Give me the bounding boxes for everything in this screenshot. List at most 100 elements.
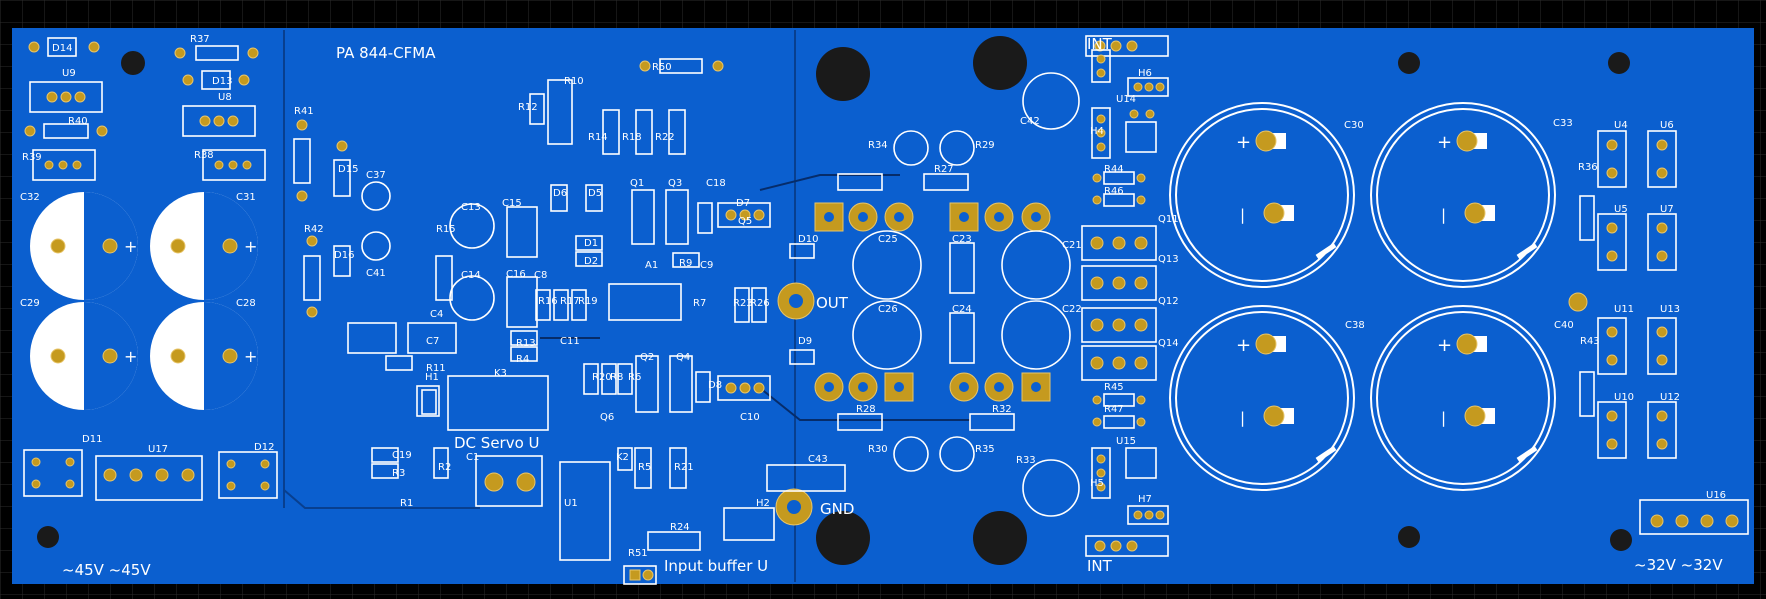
svg-text:+: + xyxy=(244,347,257,366)
designator-r33: R33 xyxy=(1016,455,1036,466)
designator-r26: R26 xyxy=(750,298,770,309)
left-bulk-caps: + + + + xyxy=(30,192,258,410)
label-gnd: GND xyxy=(820,500,854,518)
copper-traces xyxy=(109,174,970,421)
designator-r50: R50 xyxy=(652,62,672,73)
designator-u12: U12 xyxy=(1660,392,1680,403)
designator-r15: R15 xyxy=(436,224,456,235)
designator-u17: U17 xyxy=(148,444,168,455)
designator-r14: R14 xyxy=(588,132,608,143)
label-dc-servo: DC Servo U xyxy=(454,434,540,452)
board-title: PA 844-CFMA xyxy=(336,44,436,62)
designator-c18: C18 xyxy=(706,178,726,189)
svg-text:|: | xyxy=(1441,206,1446,224)
designator-r6: R6 xyxy=(628,372,641,383)
designator-c29: C29 xyxy=(20,298,40,309)
designator-r36: R36 xyxy=(1578,162,1598,173)
designator-r12: R12 xyxy=(518,102,538,113)
label-voltage-left: ~45V ~45V xyxy=(62,561,151,579)
designator-c43: C43 xyxy=(808,454,828,465)
designator-r2: R2 xyxy=(438,462,451,473)
designator-h7: H7 xyxy=(1138,494,1152,505)
svg-text:+: + xyxy=(124,237,137,256)
designator-r21: R21 xyxy=(674,462,694,473)
designator-r39: R39 xyxy=(22,152,42,163)
designator-k3: K3 xyxy=(494,368,507,379)
svg-text:+: + xyxy=(244,237,257,256)
designator-c4: C4 xyxy=(430,309,443,320)
designator-q5: Q5 xyxy=(738,216,752,227)
designator-u16: U16 xyxy=(1706,490,1726,501)
designator-r47: R47 xyxy=(1104,404,1124,415)
designator-r5: R5 xyxy=(638,462,651,473)
designator-c32: C32 xyxy=(20,192,40,203)
designator-c15: C15 xyxy=(502,198,522,209)
designator-r30: R30 xyxy=(868,444,888,455)
designator-d8: D8 xyxy=(708,380,722,391)
designator-q3: Q3 xyxy=(668,178,682,189)
designator-u14: U14 xyxy=(1116,94,1136,105)
designator-r13: R13 xyxy=(516,338,536,349)
label-out: OUT xyxy=(816,294,849,312)
designator-r34: R34 xyxy=(868,140,888,151)
designator-c1: C1 xyxy=(466,452,479,463)
designator-c41: C41 xyxy=(366,268,386,279)
designator-d16: D16 xyxy=(334,250,354,261)
designator-r10: R10 xyxy=(564,76,584,87)
designator-r8: R8 xyxy=(610,372,623,383)
designator-c25: C25 xyxy=(878,234,898,245)
svg-text:+: + xyxy=(1236,335,1251,356)
driver-section xyxy=(23,37,775,585)
designator-c14: C14 xyxy=(461,270,481,281)
label-voltage-right: ~32V ~32V xyxy=(1634,556,1723,574)
designator-q11: Q11 xyxy=(1158,214,1179,225)
designator-r28: R28 xyxy=(856,404,876,415)
designator-r17: R17 xyxy=(560,296,580,307)
designator-q1: Q1 xyxy=(630,178,644,189)
designator-r9: R9 xyxy=(679,258,692,269)
designator-c8: C8 xyxy=(534,270,547,281)
label-input-buffer: Input buffer U xyxy=(664,557,768,575)
svg-text:+: + xyxy=(1236,132,1251,153)
designator-r32: R32 xyxy=(992,404,1012,415)
designator-c31: C31 xyxy=(236,192,256,203)
designator-r43: R43 xyxy=(1580,336,1600,347)
designator-d1: D1 xyxy=(584,238,598,249)
designator-r18: R18 xyxy=(622,132,642,143)
right-regulators xyxy=(1568,130,1749,535)
svg-text:+: + xyxy=(124,347,137,366)
designator-d7: D7 xyxy=(736,198,750,209)
designator-r44: R44 xyxy=(1104,164,1124,175)
designator-c30: C30 xyxy=(1344,120,1364,131)
label-int-top: INT xyxy=(1087,35,1113,53)
designator-c16: C16 xyxy=(506,269,526,280)
designator-u4: U4 xyxy=(1614,120,1628,131)
designator-r3: R3 xyxy=(392,468,405,479)
output-transistors xyxy=(1081,35,1169,557)
designator-u10: U10 xyxy=(1614,392,1634,403)
designator-d13: D13 xyxy=(212,76,232,87)
designator-d12: D12 xyxy=(254,442,274,453)
designator-c13: C13 xyxy=(461,202,481,213)
designator-h2: H2 xyxy=(756,498,770,509)
designator-c11: C11 xyxy=(560,336,580,347)
designator-c28: C28 xyxy=(236,298,256,309)
designator-u7: U7 xyxy=(1660,204,1674,215)
designator-u6: U6 xyxy=(1660,120,1674,131)
designator-k2: K2 xyxy=(616,452,629,463)
designator-c10: C10 xyxy=(740,412,760,423)
designator-r20: R20 xyxy=(592,372,612,383)
designator-r22: R22 xyxy=(655,132,675,143)
designator-r1: R1 xyxy=(400,498,413,509)
designator-c38: C38 xyxy=(1345,320,1365,331)
svg-text:|: | xyxy=(1240,409,1245,427)
designator-u11: U11 xyxy=(1614,304,1634,315)
mounting-holes xyxy=(37,36,1632,565)
designator-c37: C37 xyxy=(366,170,386,181)
designator-r16: R16 xyxy=(538,296,558,307)
designator-h1: H1 xyxy=(425,372,439,383)
designator-r37: R37 xyxy=(190,34,210,45)
